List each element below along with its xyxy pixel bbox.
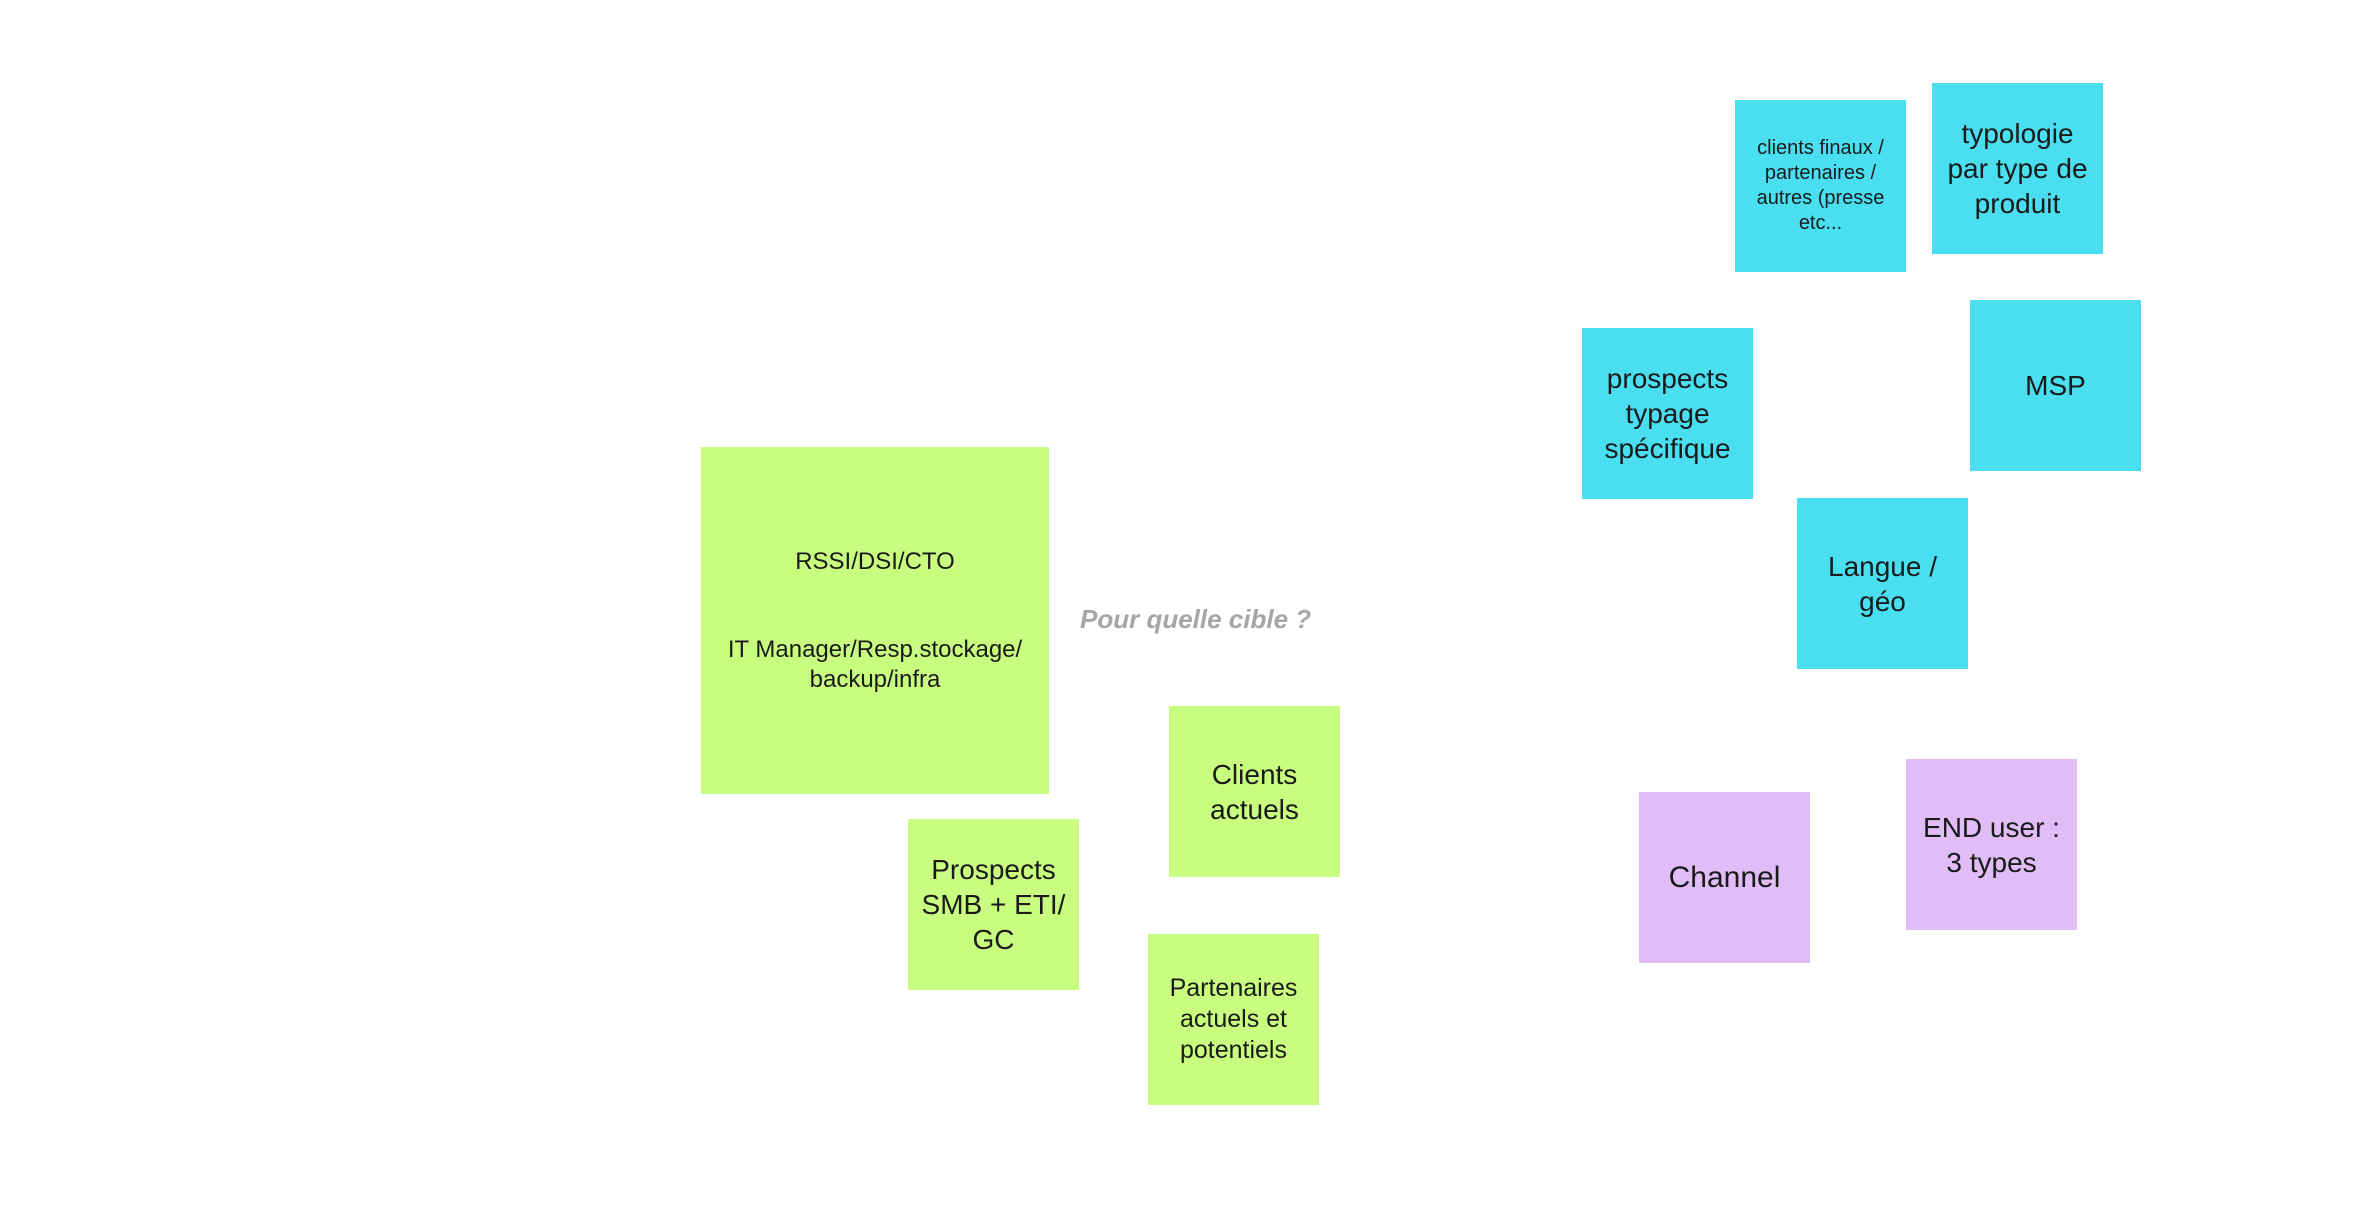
sticky-note-prospects-smb[interactable]: Prospects SMB + ETI/ GC [908, 819, 1079, 990]
sticky-note-clients-actuels[interactable]: Clients actuels [1169, 706, 1340, 877]
target-question-label: Pour quelle cible ? [1080, 604, 1312, 634]
sticky-note-text: clients finaux / partenaires / autres (p… [1756, 137, 1885, 234]
sticky-note-rssi-line2: IT Manager/Resp.stockage/ backup/infra [727, 635, 1023, 693]
sticky-note-msp[interactable]: MSP [1970, 300, 2141, 471]
sticky-note-text: prospects typage spécifique [1604, 363, 1731, 464]
sticky-note-text: typologie par type de produit [1947, 118, 2088, 219]
sticky-note-typologie[interactable]: typologie par type de produit [1932, 83, 2103, 254]
sticky-note-text: Channel [1668, 860, 1781, 894]
sticky-note-text: MSP [2025, 370, 2086, 401]
sticky-note-text: END user : 3 types [1923, 811, 2060, 878]
sticky-note-clients-finaux[interactable]: clients finaux / partenaires / autres (p… [1735, 100, 1906, 272]
sticky-note-rssi-dsi-cto[interactable]: RSSI/DSI/CTO IT Manager/Resp.stockage/ b… [701, 447, 1049, 794]
sticky-note-text: Partenaires actuels et potentiels [1169, 973, 1298, 1065]
sticky-note-end-user[interactable]: END user : 3 types [1906, 759, 2077, 930]
sticky-note-langue-geo[interactable]: Langue / géo [1797, 498, 1968, 669]
sticky-note-text: Prospects SMB + ETI/ GC [921, 854, 1066, 955]
sticky-note-partenaires[interactable]: Partenaires actuels et potentiels [1148, 934, 1319, 1105]
sticky-note-rssi-line1: RSSI/DSI/CTO [795, 547, 955, 575]
sticky-note-text: Clients actuels [1210, 758, 1299, 825]
sticky-note-prospects-typage[interactable]: prospects typage spécifique [1582, 328, 1753, 499]
sticky-note-text: Langue / géo [1828, 550, 1937, 617]
sticky-note-channel[interactable]: Channel [1639, 792, 1810, 963]
